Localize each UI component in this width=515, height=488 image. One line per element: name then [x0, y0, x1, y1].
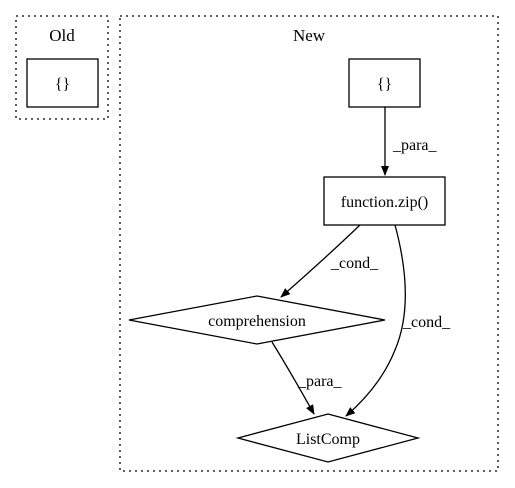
edge-zip-to-listcomp	[345, 224, 406, 417]
old-dict-node[interactable]	[26, 58, 99, 108]
edge-zip-to-comprehension-label: _cond_	[330, 255, 379, 272]
cluster-old: Old {}	[15, 15, 109, 120]
cluster-new-border	[119, 15, 499, 472]
edge-comprehension-to-listcomp-label: _para_	[297, 373, 343, 390]
edge-dict-to-zip-label: _para_	[392, 137, 438, 154]
cluster-old-border	[15, 15, 109, 120]
edge-zip-to-listcomp-label: _cond_	[402, 314, 451, 331]
edge-zip-to-comprehension	[280, 224, 361, 298]
cluster-old-title: Old	[49, 26, 75, 45]
edge-comprehension-to-listcomp	[271, 341, 315, 415]
cluster-new: New _para_ _cond_ _cond_ _para_ {} funct…	[119, 15, 499, 472]
new-dict-node[interactable]	[348, 58, 421, 108]
cluster-new-title: New	[293, 26, 326, 45]
zip-function-node[interactable]	[323, 176, 446, 226]
old-dict-label: {}	[55, 76, 70, 93]
listcomp-label: ListComp	[296, 431, 360, 448]
zip-function-label: function.zip()	[341, 194, 429, 211]
listcomp-node[interactable]	[235, 413, 421, 463]
comprehension-node[interactable]	[128, 295, 386, 345]
new-dict-label: {}	[377, 76, 392, 93]
comprehension-label: comprehension	[208, 313, 306, 330]
